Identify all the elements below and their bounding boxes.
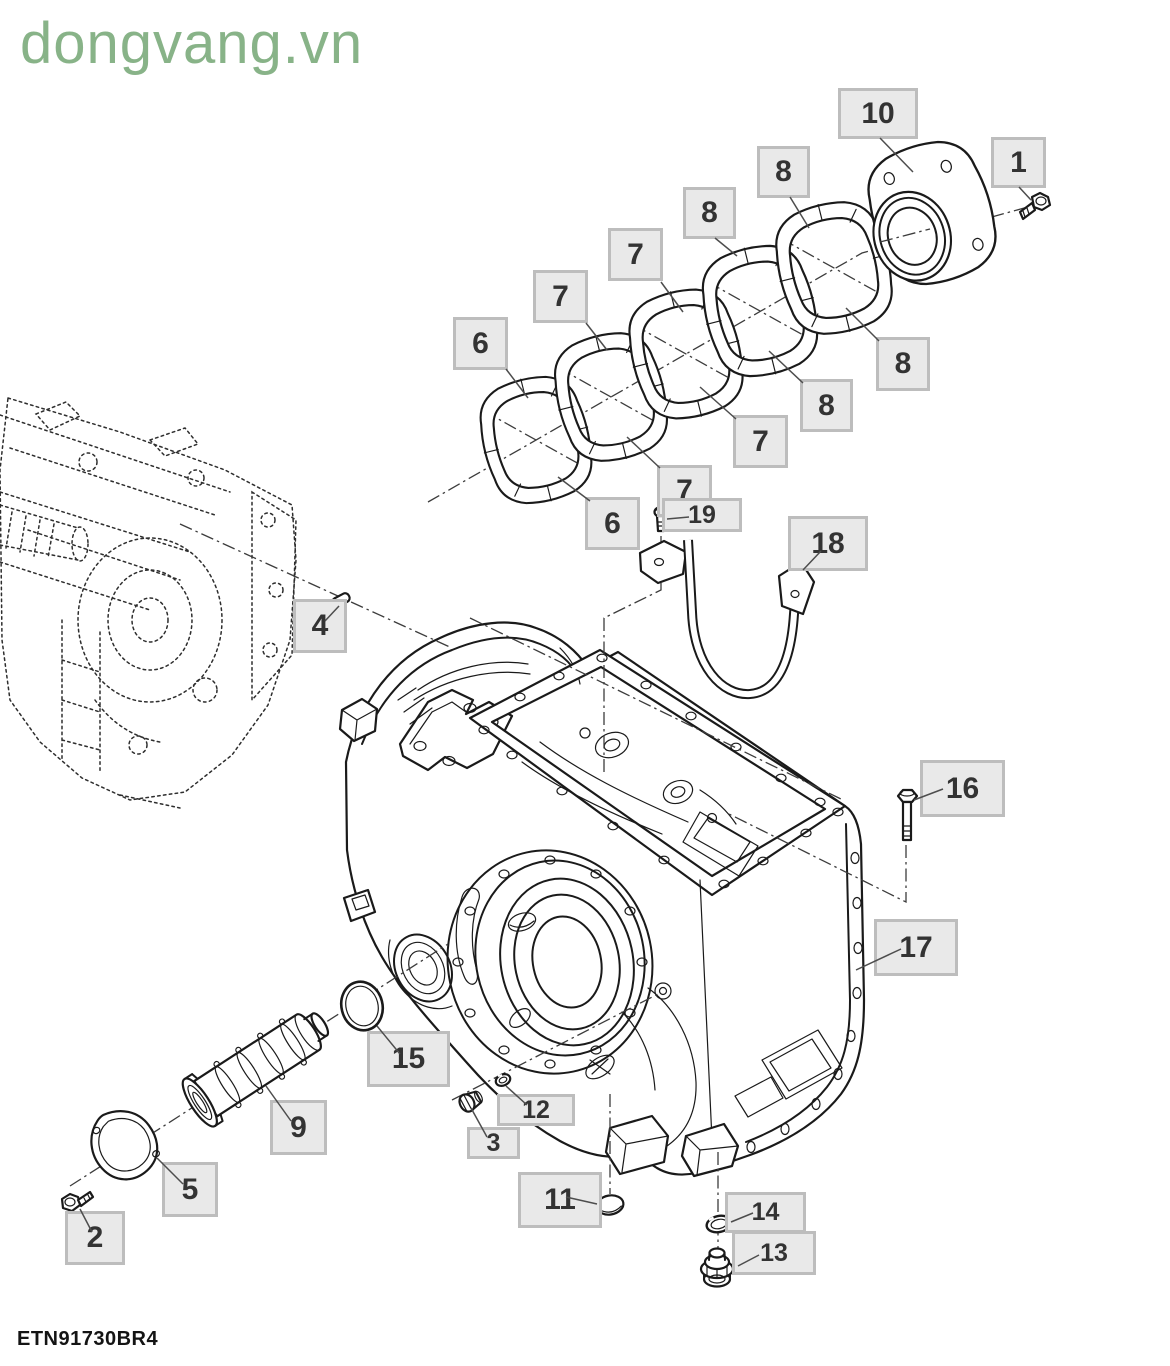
callout-13: 13 xyxy=(732,1231,816,1275)
part-1-bolt xyxy=(1018,191,1052,221)
callout-14: 14 xyxy=(725,1192,806,1233)
part-5-cover xyxy=(90,1110,161,1181)
callout-17: 17 xyxy=(874,919,958,976)
callout-8: 8 xyxy=(683,187,736,239)
part-2-bolt xyxy=(60,1190,95,1213)
callout-7: 7 xyxy=(733,415,788,468)
part-9-suction-screen-tube xyxy=(181,1012,330,1128)
callout-8: 8 xyxy=(876,337,930,391)
figure-code: ETN91730BR4 xyxy=(17,1328,159,1350)
callout-6: 6 xyxy=(453,317,508,370)
part-10-bearing-retainer xyxy=(867,140,997,286)
callout-5: 5 xyxy=(162,1162,218,1217)
callout-3: 3 xyxy=(467,1127,520,1159)
callout-6: 6 xyxy=(585,497,640,550)
callout-10: 10 xyxy=(838,88,918,139)
callout-18: 18 xyxy=(788,516,868,571)
part-17-transaxle-housing xyxy=(338,621,866,1178)
callout-8: 8 xyxy=(800,379,853,432)
callout-16: 16 xyxy=(920,760,1005,817)
part-12-o-ring xyxy=(494,1073,512,1087)
watermark: dongvang.vn xyxy=(20,11,364,76)
part-13-drain-plug xyxy=(699,1247,735,1288)
callout-12: 12 xyxy=(497,1094,575,1126)
callout-7: 7 xyxy=(608,228,663,281)
ghost-housing-drawing xyxy=(0,397,297,809)
callout-4: 4 xyxy=(293,599,347,653)
part-15-o-ring xyxy=(339,980,385,1032)
callout-1: 1 xyxy=(991,137,1046,188)
callout-19: 19 xyxy=(662,498,742,532)
callout-8: 8 xyxy=(757,146,810,198)
callout-11: 11 xyxy=(518,1172,602,1228)
part-18-oil-tube xyxy=(638,539,816,700)
callout-7: 7 xyxy=(533,270,588,323)
callout-15: 15 xyxy=(367,1031,450,1087)
callout-9: 9 xyxy=(270,1100,327,1155)
callout-2: 2 xyxy=(65,1211,125,1265)
